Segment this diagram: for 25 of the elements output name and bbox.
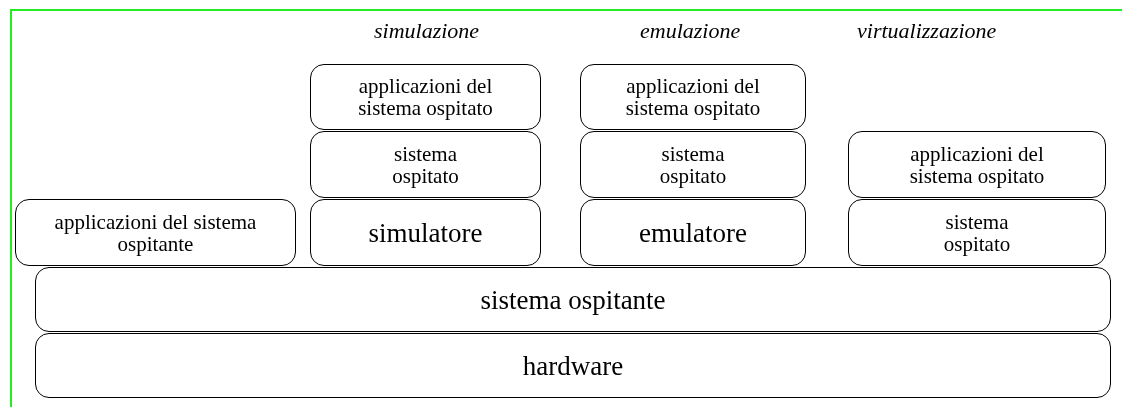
layer-box bbox=[310, 199, 541, 266]
column-heading: emulazione bbox=[640, 18, 741, 44]
layer-box bbox=[35, 267, 1111, 332]
layer-label: applicazioni del sistema ospitante bbox=[53, 210, 258, 255]
layer-label: sistema ospitato bbox=[942, 210, 1012, 255]
layer-box bbox=[848, 131, 1106, 198]
layer-label: sistema ospitante bbox=[480, 285, 666, 314]
layer-label: applicazioni del sistema ospitato bbox=[624, 75, 762, 119]
layer-label: sistema ospitato bbox=[391, 142, 460, 187]
layer-box bbox=[310, 131, 541, 198]
column-heading: simulazione bbox=[374, 18, 480, 44]
layer-label: emulatore bbox=[639, 218, 747, 247]
layer-box bbox=[15, 199, 296, 266]
layer-label: applicazioni del sistema ospitato bbox=[908, 142, 1046, 187]
layer-box bbox=[848, 199, 1106, 266]
layer-box bbox=[35, 333, 1111, 398]
layer-box bbox=[310, 64, 541, 130]
layer-label: simulatore bbox=[368, 218, 483, 247]
layer-label: hardware bbox=[522, 351, 624, 380]
layer-label: sistema ospitato bbox=[658, 142, 728, 187]
layer-box bbox=[580, 131, 806, 198]
column-heading: virtualizzazione bbox=[857, 18, 997, 44]
layer-box bbox=[580, 199, 806, 266]
layer-box bbox=[580, 64, 806, 130]
layer-label: applicazioni del sistema ospitato bbox=[357, 75, 494, 119]
